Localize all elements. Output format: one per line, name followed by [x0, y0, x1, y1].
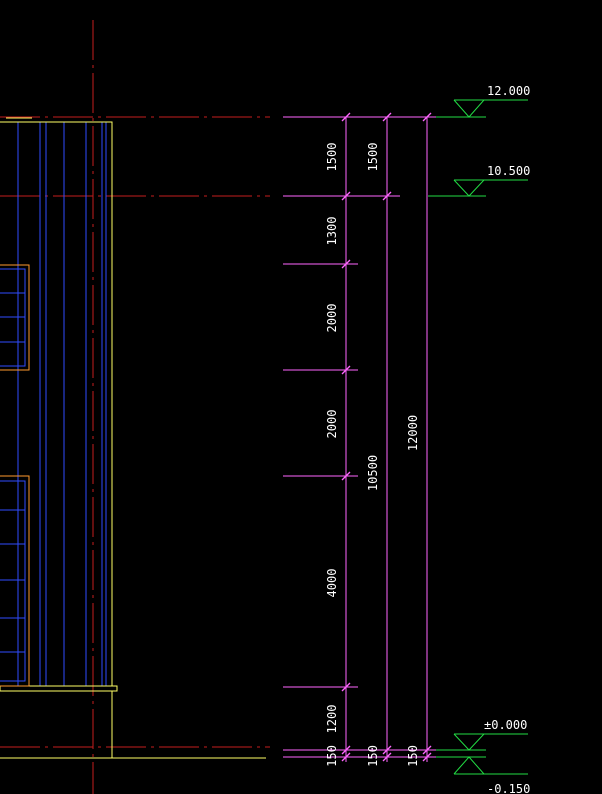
dimension-label: 1500 — [366, 143, 380, 172]
facade-panel-lines — [17, 122, 107, 686]
level-label: ±0.000 — [484, 718, 527, 732]
dimension-label: 12000 — [406, 415, 420, 451]
dimension-label: 1200 — [325, 705, 339, 734]
dimension-label: 1500 — [325, 143, 339, 172]
level-mark-10500 — [428, 179, 528, 197]
level-texts: 12.000 10.500 ±0.000 -0.150 — [484, 84, 530, 794]
level-label: 10.500 — [487, 164, 530, 178]
window-group-lower — [0, 475, 30, 687]
window-group-upper — [0, 264, 30, 371]
building-facade — [0, 117, 266, 759]
dimension-texts: 1500 1300 2000 2000 4000 1200 150 1500 1… — [325, 143, 420, 767]
level-label: -0.150 — [487, 782, 530, 794]
facade-outline — [0, 117, 266, 759]
dimension-label: 1300 — [325, 217, 339, 246]
centerline-group — [0, 20, 270, 794]
level-mark-12000 — [436, 99, 528, 118]
level-label: 12.000 — [487, 84, 530, 98]
dimension-label: 150 — [406, 745, 420, 767]
dimension-label: 150 — [366, 745, 380, 767]
window-frame — [0, 264, 30, 371]
dimension-label: 150 — [325, 745, 339, 767]
window-frame — [0, 475, 30, 687]
dimension-label: 2000 — [325, 304, 339, 333]
level-mark-minus-0150 — [436, 756, 528, 775]
dimension-label: 4000 — [325, 569, 339, 598]
dimension-label: 10500 — [366, 455, 380, 491]
level-mark-0000 — [436, 733, 528, 751]
dimension-label: 2000 — [325, 410, 339, 439]
dimension-lines — [283, 112, 440, 762]
level-marks — [428, 99, 528, 775]
